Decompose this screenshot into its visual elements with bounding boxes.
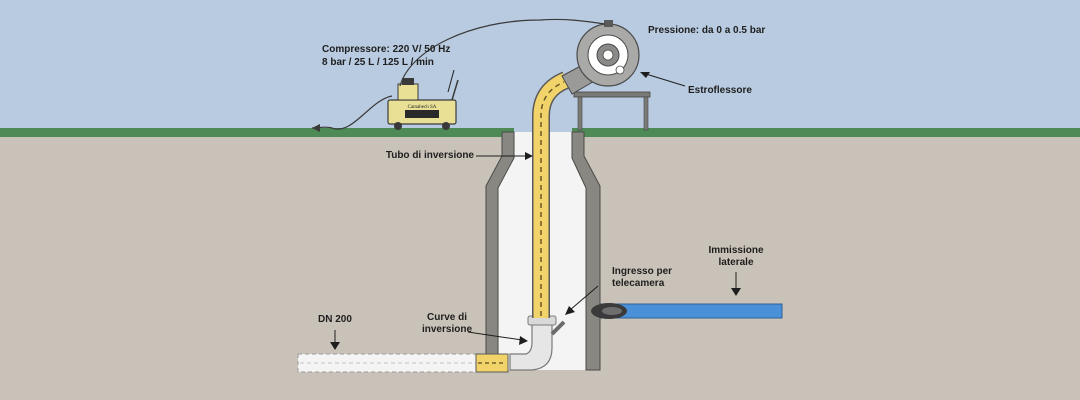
label-camera-line2: telecamera — [612, 278, 665, 289]
stand-leg-right — [643, 96, 649, 131]
compressor-handle — [451, 79, 459, 101]
arrow-curve — [519, 336, 528, 345]
label-camera-line1: Ingresso per — [612, 266, 673, 277]
arrow-tubo — [525, 152, 533, 160]
leader-curve — [467, 331, 523, 341]
lateral-pipe-mouth-inner — [602, 307, 622, 315]
inversion-tube-dash — [540, 81, 565, 316]
grass-right — [572, 128, 1080, 137]
arrow-lateral — [731, 288, 741, 296]
compressor-plate — [405, 110, 439, 118]
compressor-head — [402, 78, 414, 85]
leader-camera — [569, 285, 599, 311]
label-pressure: Pressione: da 0 a 0.5 bar — [648, 25, 766, 36]
arrow-camera — [565, 306, 575, 315]
lateral-pipe — [599, 303, 783, 319]
label-compressor-line1: Compressore: 220 V/ 50 Hz — [322, 44, 451, 55]
label-extruder: Estroflessore — [688, 85, 752, 96]
camera-nozzle — [550, 320, 566, 336]
arrow-dn — [330, 342, 340, 350]
label-curve-line1: Curve di — [426, 312, 467, 323]
label-curve-line2: inversione — [421, 324, 473, 335]
grass-left — [0, 128, 514, 137]
arrow-estroflessore — [640, 72, 650, 78]
compressor-motor — [397, 83, 419, 101]
extruder-gauge — [615, 65, 625, 75]
compressor-wheel-left — [394, 122, 402, 130]
compressor-brand: Camabech SA — [408, 105, 437, 110]
compressor-wheel-right — [442, 122, 450, 130]
hose-arrow-left — [312, 124, 320, 132]
label-lateral-line1: Immissione — [708, 245, 764, 256]
extruder-drum-hub — [602, 49, 614, 61]
label-dn: DN 200 — [318, 314, 352, 325]
inversion-elbow — [509, 321, 553, 371]
label-lateral-line2: laterale — [718, 257, 754, 268]
stand-leg-left — [577, 96, 583, 131]
extruder-valve — [604, 20, 613, 27]
label-compressor-line2: 8 bar / 25 L / 125 L / min — [322, 57, 434, 68]
label-inversion-tube: Tubo di inversione — [385, 150, 474, 161]
leader-compressor — [447, 69, 455, 93]
stand-top — [573, 91, 651, 98]
hose-compressor-to-extruder — [399, 18, 606, 87]
leader-estroflessore — [645, 73, 686, 87]
